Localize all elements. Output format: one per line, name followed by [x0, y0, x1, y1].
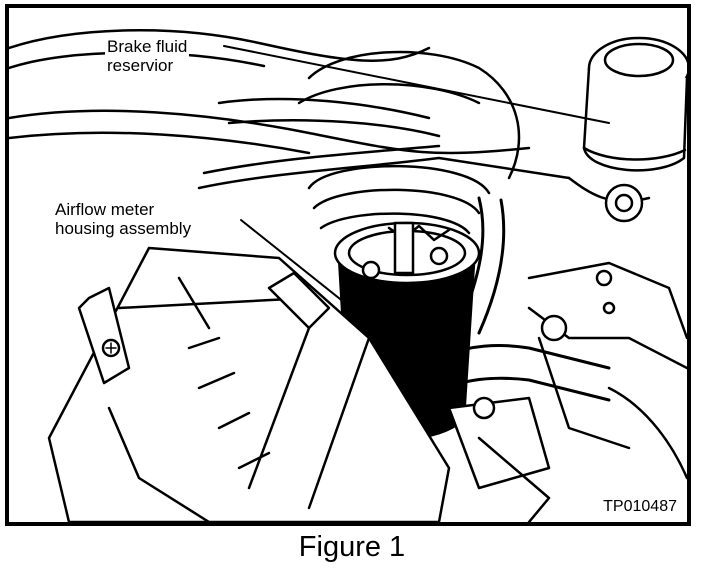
figure-caption: Figure 1 [298, 531, 406, 563]
engine-bay-illustration [9, 29, 687, 522]
callout-leader-lines [223, 45, 610, 339]
brake-fluid-reservoir-callout: Brake fluid reservior [105, 37, 190, 75]
brake-fluid-callout-line1: Brake fluid [107, 37, 188, 56]
brake-fluid-callout-line2: reservior [107, 56, 174, 75]
figure-frame: Brake fluid reservior Airflow meter hous… [5, 4, 691, 526]
brake-fluid-reservoir-shape [567, 36, 687, 223]
figure-code: TP010487 [601, 498, 679, 516]
engine-components-right [447, 261, 687, 522]
airflow-meter-housing-callout: Airflow meter housing assembly [53, 200, 194, 238]
left-bracket-shape [77, 286, 131, 385]
air-cleaner-box-shape [47, 246, 451, 522]
airflow-callout-line2: housing assembly [55, 219, 192, 238]
wiring-harness [9, 29, 571, 190]
intake-boot-shape [297, 50, 521, 235]
airflow-callout-line1: Airflow meter [55, 200, 155, 219]
